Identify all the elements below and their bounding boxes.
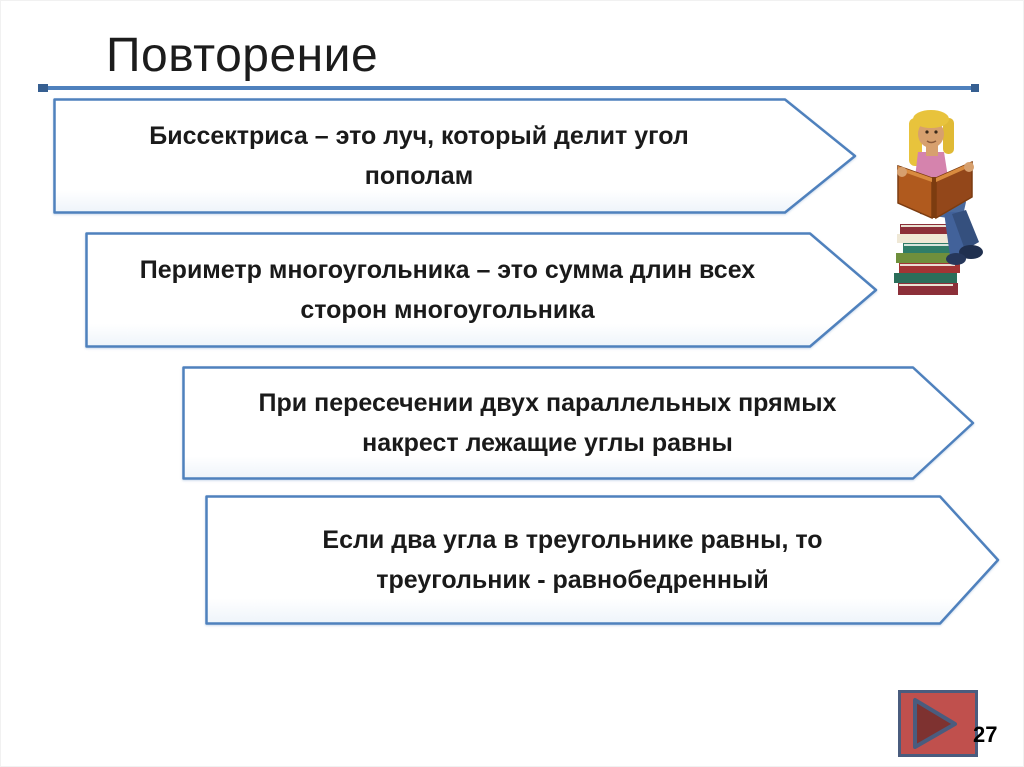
- definition-text: Периметр многоугольника – это сумма длин…: [139, 255, 756, 325]
- definition-arrow-box-perimeter: Периметр многоугольника – это сумма длин…: [85, 232, 878, 348]
- girl-reading-clipart: [894, 110, 983, 295]
- definition-text: При пересечении двух параллельных прямых…: [258, 388, 837, 458]
- page-title: Повторение: [106, 29, 379, 82]
- next-slide-button[interactable]: [898, 690, 978, 757]
- arrow-shape: [205, 495, 1000, 625]
- book-stack-icon: [894, 224, 960, 295]
- definition-arrow-box-bisector: Биссектриса – это луч, который делит уго…: [53, 98, 857, 214]
- play-triangle-icon: [913, 698, 957, 749]
- definition-arrow-box-isosceles: Если два угла в треугольнике равны, то т…: [205, 495, 1000, 625]
- arrow-shape: [85, 232, 878, 348]
- divider-end-cap: [971, 84, 979, 92]
- divider-end-cap: [38, 84, 48, 92]
- arrow-shape: [182, 366, 975, 480]
- definition-text: Биссектриса – это луч, который делит уго…: [149, 121, 689, 191]
- definition-text: Если два угла в треугольнике равны, то т…: [322, 525, 823, 595]
- title-underline-divider: [38, 84, 979, 92]
- arrow-shape: [53, 98, 857, 214]
- definition-arrow-box-alternate-angles: При пересечении двух параллельных прямых…: [182, 366, 975, 480]
- page-number: 27: [973, 722, 998, 747]
